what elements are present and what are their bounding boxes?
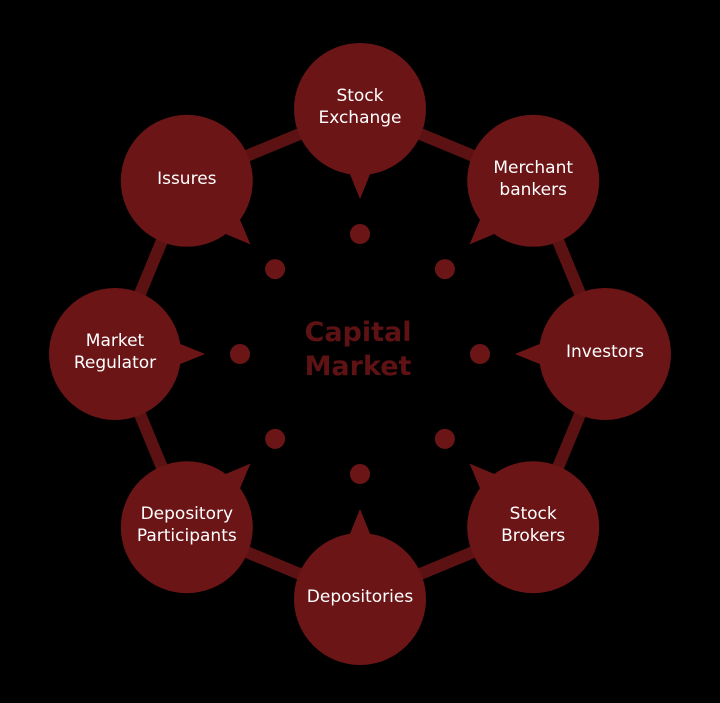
bubble-tail-stock-brokers bbox=[469, 463, 502, 496]
bubble-tail-merchant-bankers bbox=[469, 212, 502, 245]
center-title-line-2: Market bbox=[304, 351, 412, 382]
bubble-stock-exchange bbox=[294, 43, 426, 175]
dot-merchant-bankers bbox=[434, 259, 455, 280]
dot-market-regulator bbox=[230, 344, 250, 364]
bubble-merchant-bankers bbox=[467, 114, 600, 247]
bubble-issures bbox=[120, 114, 253, 247]
bubble-tail-investors bbox=[515, 341, 547, 367]
bubble-market-regulator bbox=[49, 288, 181, 420]
center-title-line-1: Capital bbox=[304, 317, 412, 348]
bubble-stock-brokers bbox=[467, 461, 600, 594]
dot-issures bbox=[265, 259, 286, 280]
node-label-line: Brokers bbox=[501, 526, 566, 547]
bubble-tail-issures bbox=[218, 212, 251, 245]
node-label-line: Stock bbox=[336, 86, 384, 106]
node-label-line: Exchange bbox=[318, 108, 402, 128]
dot-depositories bbox=[350, 464, 370, 484]
node-label-line: Merchant bbox=[493, 157, 574, 178]
node-label-line: Depository bbox=[140, 504, 234, 525]
node-label-line: Stock bbox=[509, 504, 557, 525]
bubble-investors bbox=[539, 288, 671, 420]
center-title: Capital Market bbox=[238, 316, 478, 384]
dot-stock-exchange bbox=[350, 224, 370, 244]
node-label-line: Issures bbox=[157, 168, 217, 189]
node-label-issures: Issures bbox=[112, 168, 262, 190]
bubble-depository-participants bbox=[120, 461, 253, 594]
node-label-line: Regulator bbox=[73, 353, 157, 373]
bubble-tail-market-regulator bbox=[173, 341, 205, 367]
dot-investors bbox=[470, 344, 490, 364]
bubble-tail-depositories bbox=[347, 509, 373, 541]
node-label-line: Depositories bbox=[306, 587, 414, 607]
bubble-tail-depository-participants bbox=[218, 463, 251, 496]
bubble-tail-stock-exchange bbox=[347, 167, 373, 199]
bubble-depositories bbox=[294, 533, 426, 665]
node-label-depositories: Depositories bbox=[285, 586, 435, 608]
node-label-line: Market bbox=[85, 331, 145, 351]
node-label-line: Participants bbox=[136, 526, 237, 547]
node-label-line: bankers bbox=[499, 179, 567, 200]
dot-stock-brokers bbox=[434, 428, 455, 449]
dot-depository-participants bbox=[265, 428, 286, 449]
node-label-investors: Investors bbox=[530, 341, 680, 363]
node-label-line: Investors bbox=[565, 342, 645, 362]
